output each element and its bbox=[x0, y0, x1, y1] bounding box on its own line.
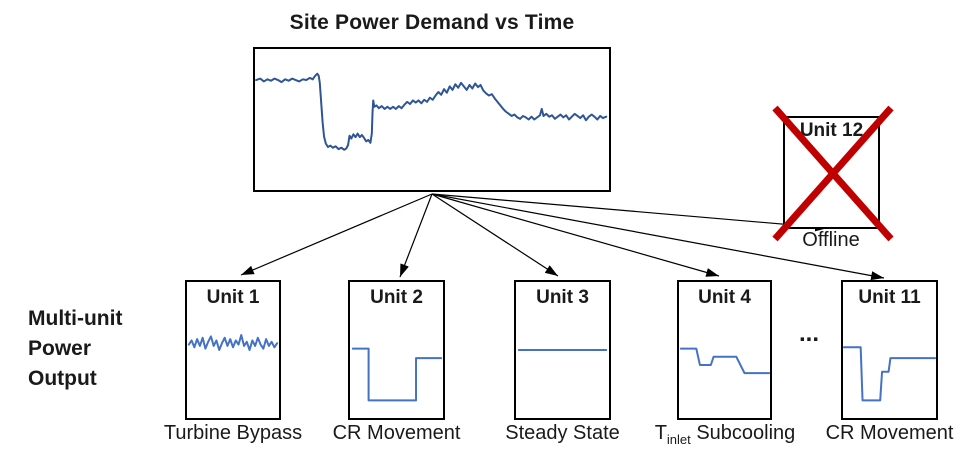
unit-11-line-chart bbox=[843, 282, 936, 418]
unit-4-caption-sub: inlet bbox=[666, 432, 691, 447]
unit-3-label: Unit 3 bbox=[536, 287, 589, 308]
unit-1-caption: Turbine Bypass bbox=[153, 422, 313, 448]
unit-12-label: Unit 12 bbox=[799, 120, 864, 141]
unit-2-caption-text: CR Movement bbox=[332, 422, 461, 444]
site-demand-chart-box bbox=[253, 47, 611, 192]
arrow-demand-to-unit-3 bbox=[431, 193, 559, 277]
unit-4-caption-post: Subcooling bbox=[690, 422, 796, 444]
unit-4-box: Unit 4 bbox=[677, 280, 772, 420]
more-units-ellipsis: ... bbox=[798, 320, 819, 347]
unit-1-line-chart bbox=[187, 282, 279, 418]
unit-3-caption-text: Steady State bbox=[505, 422, 620, 444]
site-demand-line-chart bbox=[255, 49, 609, 190]
unit-3-caption: Steady State bbox=[482, 422, 643, 448]
unit-1-caption-text: Turbine Bypass bbox=[163, 422, 303, 444]
arrow-demand-to-unit-4 bbox=[431, 193, 720, 277]
unit-2-line-chart bbox=[350, 282, 443, 418]
multi-unit-label-line2: Power bbox=[28, 337, 92, 360]
unit-4-caption: Tinlet Subcooling bbox=[635, 422, 815, 448]
unit-4-label: Unit 4 bbox=[698, 287, 751, 308]
page-title: Site Power Demand vs Time bbox=[289, 11, 575, 34]
unit-1-label: Unit 1 bbox=[206, 287, 260, 308]
unit-4-line-chart bbox=[679, 282, 770, 418]
unit-3-line-chart bbox=[516, 282, 609, 418]
arrow-demand-to-unit-12-offline bbox=[431, 193, 829, 232]
unit-11-caption: CR Movement bbox=[809, 422, 970, 448]
multi-unit-label-line3: Output bbox=[28, 367, 97, 390]
arrow-demand-to-unit-2 bbox=[399, 193, 433, 278]
unit-11-caption-text: CR Movement bbox=[825, 422, 954, 444]
multi-unit-power-output-label: Multi-unit Power Output bbox=[28, 304, 122, 394]
multi-unit-label-line1: Multi-unit bbox=[28, 307, 123, 330]
unit-2-label: Unit 2 bbox=[370, 287, 423, 308]
arrow-demand-to-unit-1 bbox=[240, 193, 433, 276]
unit-11-box: Unit 11 bbox=[841, 280, 938, 420]
offline-x-icon bbox=[772, 105, 894, 242]
unit-2-caption: CR Movement bbox=[316, 422, 477, 448]
unit-11-label: Unit 11 bbox=[858, 287, 921, 308]
unit-3-box: Unit 3 bbox=[514, 280, 611, 420]
unit-2-box: Unit 2 bbox=[348, 280, 445, 420]
unit-4-caption-text: T bbox=[654, 422, 667, 444]
unit-1-box: Unit 1 bbox=[185, 280, 281, 420]
